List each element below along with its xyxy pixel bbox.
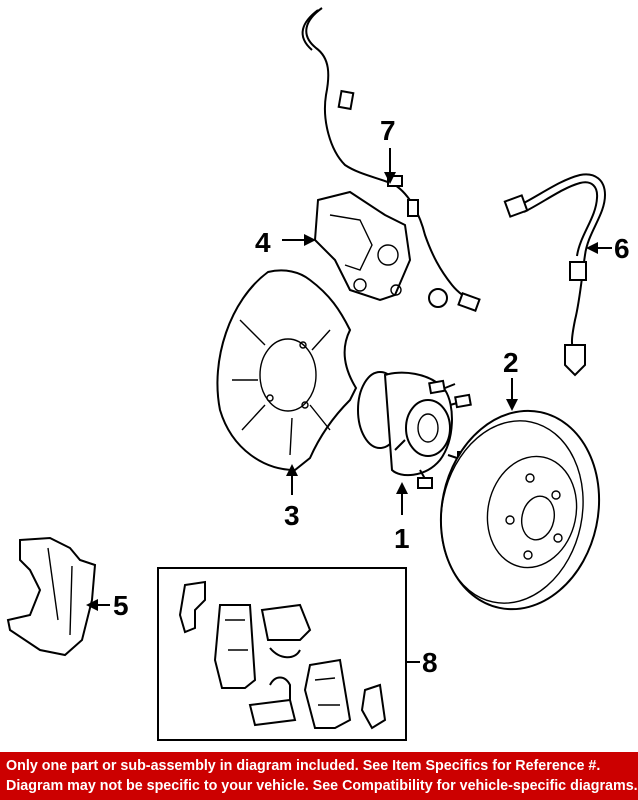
callout-6: 6 [614,233,630,264]
brake-rotor [439,409,601,611]
callout-5: 5 [113,590,129,621]
callout-8: 8 [422,647,438,678]
brake-parts-diagram: 7 4 6 2 3 1 5 8 [6,7,630,741]
abs-sensor-cable [301,7,481,312]
brake-caliper [313,190,412,302]
callout-2: 2 [503,347,519,378]
disclaimer-banner: Only one part or sub-assembly in diagram… [0,752,638,800]
callout-arrows [86,148,612,663]
wheel-hub [357,371,473,489]
caliper-bracket [6,536,97,657]
dust-shield [216,269,358,472]
pad-kit [157,567,407,741]
callout-1: 1 [394,523,410,554]
disclaimer-line-2: Diagram may not be specific to your vehi… [6,778,638,794]
brake-hose [503,173,607,377]
callout-4: 4 [255,227,271,258]
disclaimer-line-1: Only one part or sub-assembly in diagram… [6,758,601,774]
callout-3: 3 [284,500,300,531]
callout-7: 7 [380,115,396,146]
